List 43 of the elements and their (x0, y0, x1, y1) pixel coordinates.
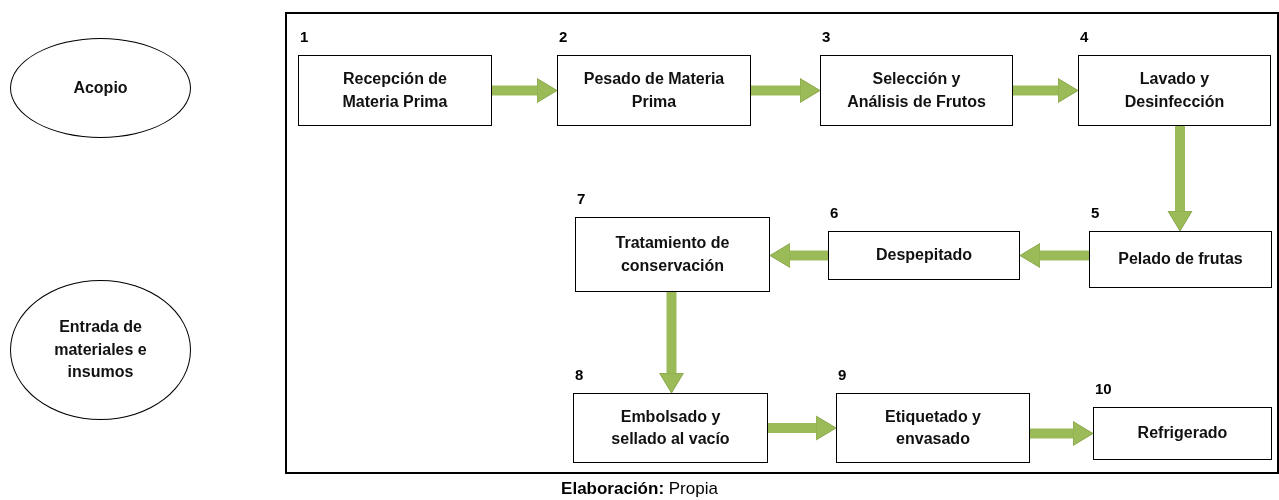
ellipse-label: Entrada de materiales e insumos (53, 317, 148, 383)
block-arrow (769, 243, 828, 268)
step-label: Embolsado y sellado al vacío (610, 406, 731, 449)
process-box (820, 55, 1013, 126)
process-box (1089, 231, 1272, 288)
caption: Elaboración: Propia (561, 479, 718, 498)
step-label: Pesado de Materia Prima (582, 69, 726, 112)
step-label: Pelado de frutas (1117, 249, 1244, 270)
block-arrow (751, 78, 821, 103)
step-number: 5 (1091, 204, 1100, 221)
process-box (557, 55, 751, 126)
step-number: 6 (830, 204, 839, 221)
process-box (1078, 55, 1271, 126)
step-label: Etiquetado y envasado (884, 406, 982, 449)
step-label: Refrigerado (1136, 423, 1229, 444)
process-box (1093, 407, 1272, 460)
step-number: 1 (300, 28, 309, 45)
block-arrow (1030, 421, 1094, 446)
step-number: 4 (1080, 28, 1089, 45)
step-number: 3 (822, 28, 831, 45)
process-box (836, 393, 1030, 463)
frame-border (285, 12, 1279, 474)
block-arrow (659, 292, 684, 394)
step-number: 9 (838, 366, 847, 383)
step-label: Recepción de Materia Prima (341, 69, 449, 112)
process-box (573, 393, 768, 463)
block-arrow (1019, 243, 1089, 268)
step-label: Lavado y Desinfección (1123, 69, 1226, 112)
process-box (575, 217, 770, 292)
step-number: 2 (559, 28, 568, 45)
step-label: Selección y Análisis de Frutos (846, 69, 987, 112)
process-box (828, 231, 1020, 280)
ellipse-label: Acopio (72, 77, 129, 98)
step-number: 7 (577, 190, 586, 207)
block-arrow (1167, 126, 1193, 232)
step-label: Tratamiento de conservación (614, 233, 731, 276)
step-number: 8 (575, 366, 584, 383)
step-label: Despepitado (875, 245, 973, 266)
process-box (298, 55, 492, 126)
block-arrow (768, 415, 837, 441)
step-number: 10 (1095, 380, 1112, 397)
block-arrow (1013, 78, 1079, 103)
block-arrow (492, 78, 558, 103)
